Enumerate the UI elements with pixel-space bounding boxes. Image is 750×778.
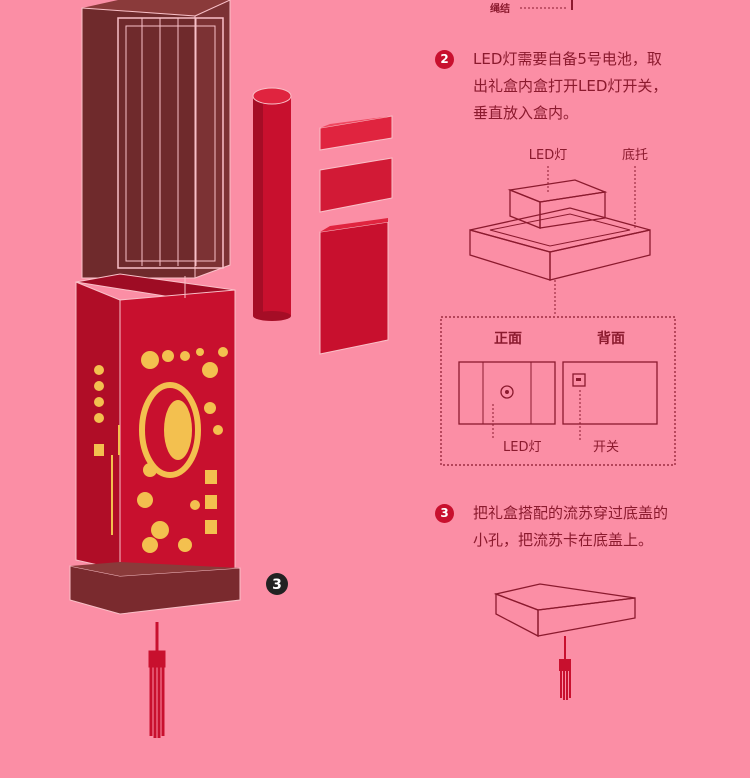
step2-number: 2 <box>435 50 454 69</box>
led-label: LED灯 <box>529 148 567 163</box>
step2-line-2: 出礼盒内盒打开LED灯开关， <box>473 73 713 100</box>
tray-tassel-diagram <box>490 580 650 710</box>
back-label: 背面 <box>597 330 625 347</box>
step2-line-3: 垂直放入盒内。 <box>473 100 713 127</box>
red-blocks <box>320 116 392 354</box>
step3-marker: 3 <box>266 573 288 595</box>
outer-sleeve <box>82 0 230 278</box>
front-label: 正面 <box>494 331 522 347</box>
tassel <box>150 622 164 738</box>
svg-text:3: 3 <box>272 577 282 593</box>
knot-leader <box>518 0 638 14</box>
led-base-diagram: LED灯 底托 正面 背面 LED灯 开关 <box>435 140 695 480</box>
knot-label: 绳结 <box>490 0 510 15</box>
switch-caption: 开关 <box>593 440 619 455</box>
lantern-box-illustration: 3 <box>0 0 420 778</box>
step3-line-1: 把礼盒搭配的流苏穿过底盖的 <box>473 500 723 527</box>
step2-instruction: 2 LED灯需要自备5号电池，取 出礼盒内盒打开LED灯开关， 垂直放入盒内。 <box>435 46 725 136</box>
red-cylinder <box>253 88 291 321</box>
step3-instruction: 3 把礼盒搭配的流苏穿过底盖的 小孔，把流苏卡在底盖上。 <box>435 500 725 560</box>
step3-line-2: 小孔，把流苏卡在底盖上。 <box>473 527 723 554</box>
step2-line-1: LED灯需要自备5号电池，取 <box>473 46 713 73</box>
base-label: 底托 <box>622 147 648 163</box>
led-caption: LED灯 <box>503 440 541 455</box>
small-tassel <box>560 636 570 700</box>
red-lantern-box <box>70 274 240 614</box>
step3-number: 3 <box>435 504 454 523</box>
